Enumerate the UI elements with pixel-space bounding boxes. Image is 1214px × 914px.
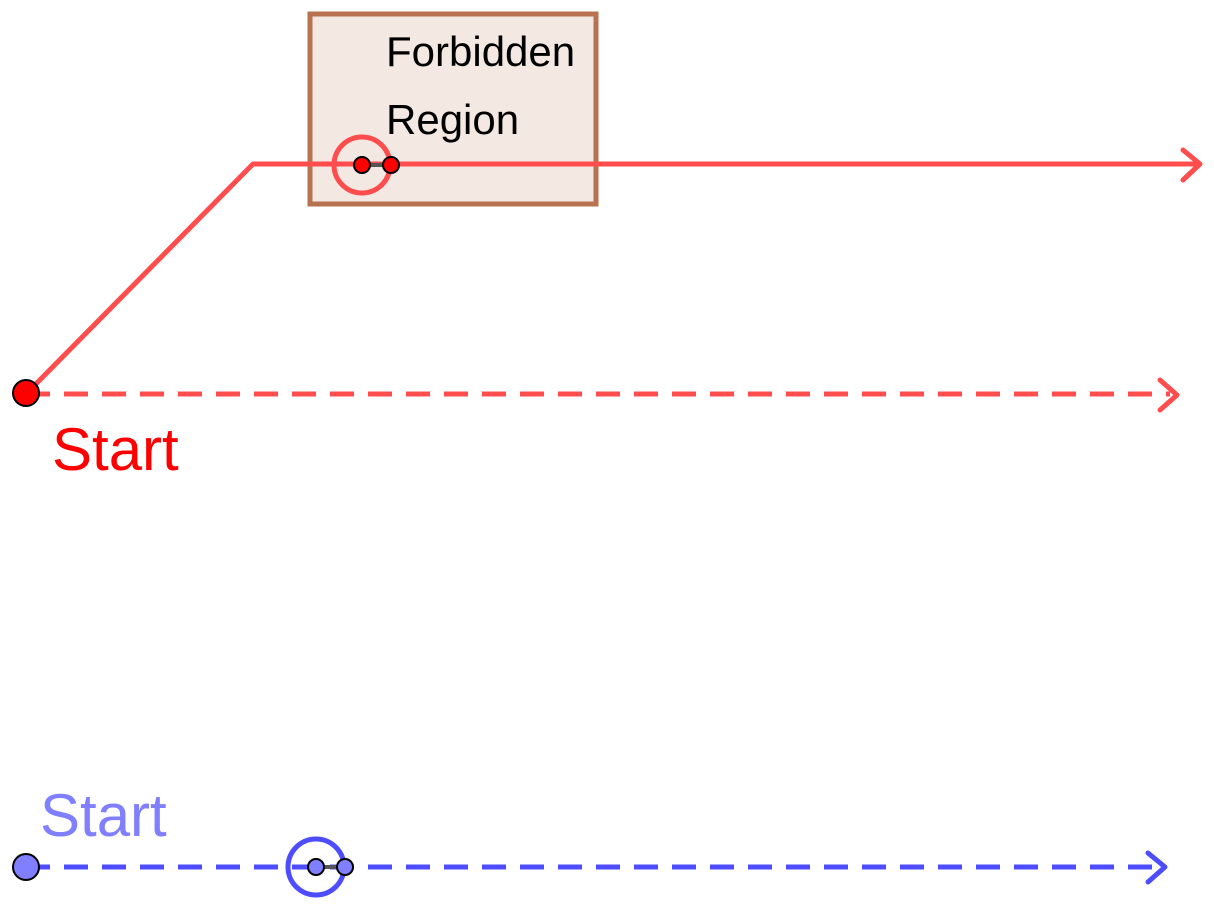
- blue-object-point-right: [336, 858, 354, 876]
- red-object-point-right: [382, 156, 400, 174]
- red-scenario: Start: [12, 134, 1203, 483]
- red-start-label: Start: [52, 416, 179, 483]
- forbidden-region-label-line1: Forbidden: [386, 28, 575, 75]
- red-start-point: [12, 379, 40, 407]
- red-solid-path-arrowhead: [1180, 147, 1203, 183]
- blue-scenario: Start: [12, 782, 1168, 898]
- forbidden-region: Forbidden Region: [307, 11, 599, 207]
- blue-start-point: [12, 853, 40, 881]
- red-solid-path: [24, 161, 1196, 396]
- blue-dashed-path-arrowhead: [1145, 850, 1168, 885]
- blue-start-label: Start: [40, 782, 167, 849]
- red-object-point-left: [353, 156, 371, 174]
- forbidden-region-label-line2: Region: [386, 96, 519, 143]
- red-dashed-path-arrowhead: [1157, 377, 1180, 413]
- blue-object-point-left: [307, 858, 325, 876]
